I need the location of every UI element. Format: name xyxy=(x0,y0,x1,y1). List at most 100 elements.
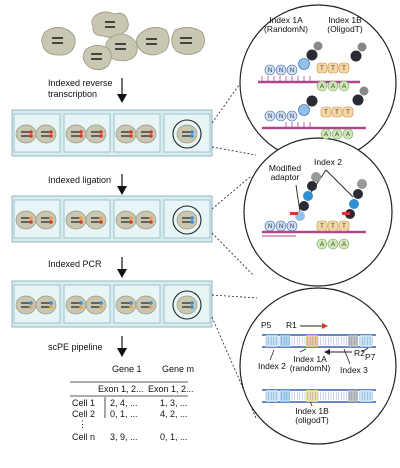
cell xyxy=(85,210,107,230)
cell xyxy=(115,295,137,315)
dissociated-cells xyxy=(41,11,205,71)
poly-a-letter: A xyxy=(320,84,324,90)
index-1a-subtitle: (RandomN) xyxy=(264,24,308,34)
cell xyxy=(115,124,137,144)
barcode-bead xyxy=(49,134,53,138)
p7-segment xyxy=(360,390,372,402)
barcode-bead xyxy=(149,220,153,224)
cell xyxy=(65,124,87,144)
matrix-rules xyxy=(70,381,188,418)
oligo-t-block xyxy=(327,220,339,232)
barcode-bead xyxy=(79,130,83,134)
index-bead xyxy=(313,41,323,51)
barcode-bead xyxy=(29,305,33,309)
matrix-cell-value: 4, 2, ... xyxy=(160,409,188,419)
cell xyxy=(176,210,198,230)
oligo-t-letter: T xyxy=(346,110,350,116)
cell xyxy=(35,210,57,230)
poly-a-letter: A xyxy=(342,242,346,248)
poly-a-bead xyxy=(327,80,339,92)
cell xyxy=(85,124,107,144)
p5-segment xyxy=(266,390,278,402)
step-label-pcr: Indexed PCR xyxy=(48,259,102,269)
zoom-circle-ligation xyxy=(243,137,393,287)
index-bead xyxy=(298,58,310,70)
random-n-bead xyxy=(275,110,287,122)
barcode-bead xyxy=(129,134,133,138)
index-3-segment xyxy=(348,335,358,347)
oligo-t-letter: T xyxy=(342,224,346,230)
zoom-source-circle xyxy=(172,119,202,149)
barcode-bead xyxy=(79,301,83,305)
index-1a-segment xyxy=(306,335,318,347)
poly-a-letter: A xyxy=(331,242,335,248)
matrix-vertical-ellipsis: ⋮ xyxy=(78,419,87,429)
cell xyxy=(15,124,37,144)
poly-a-letter: A xyxy=(346,132,350,138)
barcode-bead xyxy=(149,216,153,220)
index-1a-label: Index 1A (RandomN) xyxy=(255,16,317,34)
zoom1-molecules xyxy=(258,76,366,130)
index-2-segment xyxy=(280,390,290,402)
index-1b-segment xyxy=(306,390,318,402)
poly-a-letter: A xyxy=(342,84,346,90)
cell xyxy=(91,11,129,38)
barcode-bead xyxy=(99,305,103,309)
arrow-down-icon xyxy=(117,78,127,103)
oligo-t-letter: T xyxy=(335,110,339,116)
matrix-exon-header-1: Exon 1, 2... xyxy=(98,384,144,394)
matrix-row-label: Cell n xyxy=(72,432,96,442)
barcode-bead xyxy=(29,301,33,305)
random-n-letter: N xyxy=(290,68,294,74)
barcode-bead xyxy=(190,216,194,220)
index-1a-construct-subtitle: (randomN) xyxy=(289,363,331,373)
index-bead xyxy=(306,49,318,61)
oligo-t-block xyxy=(327,62,339,74)
poly-a-letter: A xyxy=(324,132,328,138)
cell xyxy=(135,27,170,56)
plate-row xyxy=(11,109,213,157)
barcode-bead xyxy=(49,220,53,224)
cell xyxy=(35,124,57,144)
index-bead xyxy=(357,42,367,52)
oligo-t-block xyxy=(331,106,343,118)
cell xyxy=(65,295,87,315)
matrix-cell-value: 2, 4, ... xyxy=(110,398,138,408)
oligo-t-letter: T xyxy=(320,224,324,230)
zoom-source-circle xyxy=(172,290,202,320)
matrix-gene-header-1: Gene 1 xyxy=(112,364,142,374)
random-n-letter: N xyxy=(279,114,283,120)
poly-a-bead xyxy=(331,128,343,140)
oligo-t-letter: T xyxy=(331,224,335,230)
plate-row xyxy=(11,195,213,243)
index-2-label: Index 2 xyxy=(258,361,286,371)
index-2-label: Index 2 xyxy=(314,157,342,167)
zoom-circle-pcr xyxy=(239,287,397,445)
barcode-bead xyxy=(79,134,83,138)
modified-adaptor-label: Modified adaptor xyxy=(256,164,314,182)
oligo-t-block xyxy=(338,220,350,232)
barcode-bead xyxy=(129,216,133,220)
random-n-letter: N xyxy=(290,114,294,120)
barcode-bead xyxy=(79,220,83,224)
matrix-gene-header-m: Gene m xyxy=(162,364,195,374)
random-n-letter: N xyxy=(268,114,272,120)
barcode-bead xyxy=(129,301,133,305)
modified-adaptor-line1: Modified xyxy=(268,163,302,173)
barcode-bead xyxy=(190,220,194,224)
adaptor-bead xyxy=(311,172,321,182)
cell xyxy=(85,295,107,315)
index-3-segment xyxy=(348,390,358,402)
barcode-bead xyxy=(49,301,53,305)
barcode-bead xyxy=(29,220,33,224)
barcode-bead xyxy=(129,130,133,134)
barcode-bead xyxy=(79,305,83,309)
modified-adaptor-line2: adaptor xyxy=(270,172,300,182)
adaptor-link xyxy=(290,212,298,215)
cell xyxy=(135,124,157,144)
index-bead xyxy=(350,50,362,62)
random-n-bead xyxy=(286,110,298,122)
step-label-rt-line2: transcription xyxy=(48,89,98,99)
cell-nucleus-marks xyxy=(105,21,115,28)
